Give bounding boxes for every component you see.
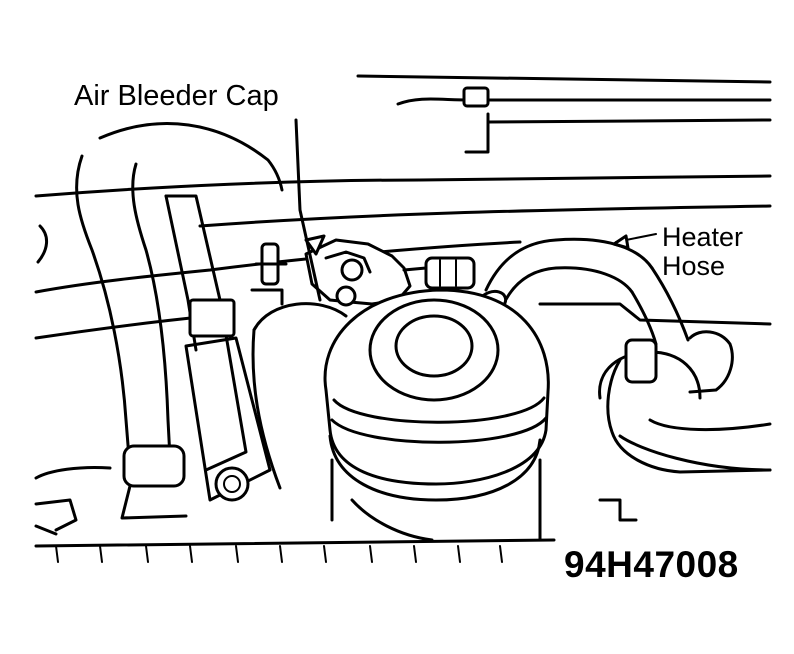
right-housing [538,302,772,522]
figure-id: 94H47008 [564,544,739,585]
cowl-lines [34,74,772,228]
heater-hose-label-line1: Heater [662,222,744,252]
coolant-reservoir [323,288,550,542]
heater-hose-label-line2: Hose [662,251,726,281]
air-bleeder-cap-label: Air Bleeder Cap [74,80,279,112]
left-bracket [120,194,288,520]
radiator-edge [34,466,556,563]
upper-radiator-hose [34,122,522,472]
bleeder-housing [251,118,476,490]
